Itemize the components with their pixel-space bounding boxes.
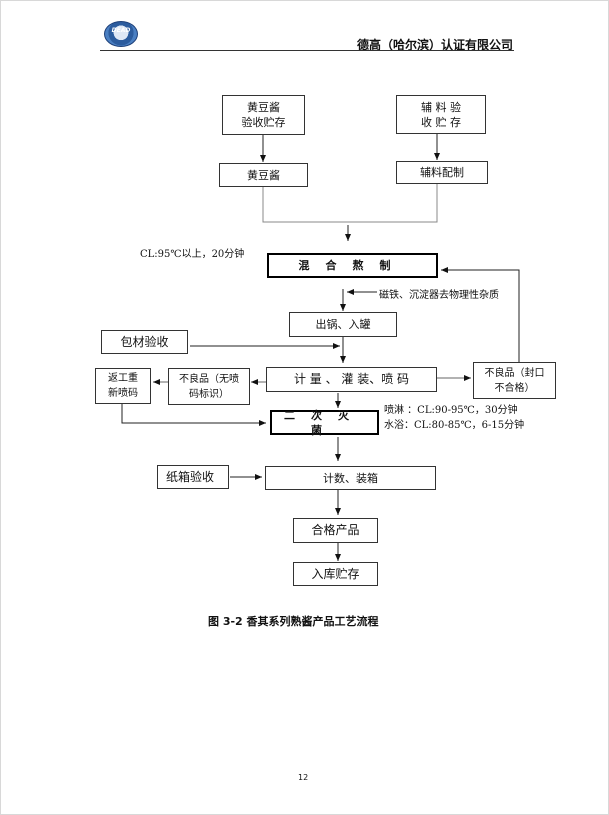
qualified-label: 合格产品 [311, 523, 360, 537]
arrow-defect-seal-to-cooking [441, 267, 520, 362]
rework-box: 返工重 新喷码 [95, 368, 151, 404]
sterilization-box: 二次灭菌 [270, 408, 379, 437]
aux-prep-box: 辅料配制 [396, 161, 488, 184]
defect-code-box: 不良品（无喷 码标识） [168, 368, 250, 405]
cooking-label: 混合熬制 [298, 259, 407, 272]
aux-storage-line2: 收 贮 存 [421, 115, 461, 129]
packaging-inspection-label: 包材验收 [120, 334, 169, 349]
logo-text: DEAD [111, 27, 131, 34]
header-company-name: 德高（哈尔滨）认证有限公司 [356, 38, 513, 52]
warehouse-label: 入库贮存 [311, 566, 360, 581]
impurity-note: 磁铁、沉淀器去物理性杂质 [379, 290, 499, 301]
filling-label: 计 量 、 灌 装、喷 码 [293, 372, 410, 386]
qualified-box: 合格产品 [293, 518, 378, 543]
soy-storage-box: 黄豆酱 验收贮存 [222, 95, 305, 135]
aux-prep-label: 辅料配制 [420, 166, 464, 179]
aux-storage-line1: 辅 料 验 [421, 100, 461, 114]
carton-inspection-label: 纸箱验收 [166, 469, 215, 484]
merge-bracket [262, 184, 438, 223]
defect-code-line2: 码标识） [189, 388, 229, 400]
cooking-note: CL:95℃以上，20分钟 [140, 249, 245, 260]
arrow-rework-to-sterilization [121, 403, 266, 426]
bath-note: 水浴：CL:80-85℃，6-15分钟 [384, 420, 525, 431]
figure-caption: 图 3-2 香其系列熟酱产品工艺流程 [208, 615, 379, 628]
potting-label: 出锅、入罐 [315, 318, 371, 331]
header-rule [100, 50, 514, 51]
filling-box: 计 量 、 灌 装、喷 码 [266, 367, 437, 392]
defect-code-line1: 不良品（无喷 [179, 373, 239, 385]
rework-line2: 新喷码 [108, 388, 138, 399]
counting-boxing-box: 计数、装箱 [265, 466, 436, 490]
spray-note: 喷淋 ：CL:90-95℃，30分钟 [384, 405, 518, 416]
company-logo: DEAD [104, 21, 138, 47]
soy-storage-line2: 验收贮存 [241, 116, 286, 129]
carton-inspection-box: 纸箱验收 [157, 465, 229, 489]
defect-seal-box: 不良品（封口 不合格） [473, 362, 556, 399]
page-number: 12 [298, 773, 309, 782]
defect-seal-line2: 不合格） [494, 382, 535, 394]
warehouse-box: 入库贮存 [293, 562, 378, 586]
packaging-inspection-box: 包材验收 [101, 330, 188, 354]
soy-storage-line1: 黄豆酱 [247, 101, 280, 114]
potting-box: 出锅、入罐 [289, 312, 397, 337]
defect-seal-line1: 不良品（封口 [484, 367, 545, 379]
sterilization-label: 二次灭菌 [284, 408, 365, 437]
counting-boxing-label: 计数、装箱 [323, 471, 378, 485]
soy-box: 黄豆酱 [219, 163, 308, 187]
aux-storage-box: 辅 料 验 收 贮 存 [396, 95, 486, 134]
soy-label: 黄豆酱 [247, 168, 280, 182]
cooking-box: 混合熬制 [267, 253, 438, 278]
rework-line1: 返工重 [108, 373, 138, 384]
